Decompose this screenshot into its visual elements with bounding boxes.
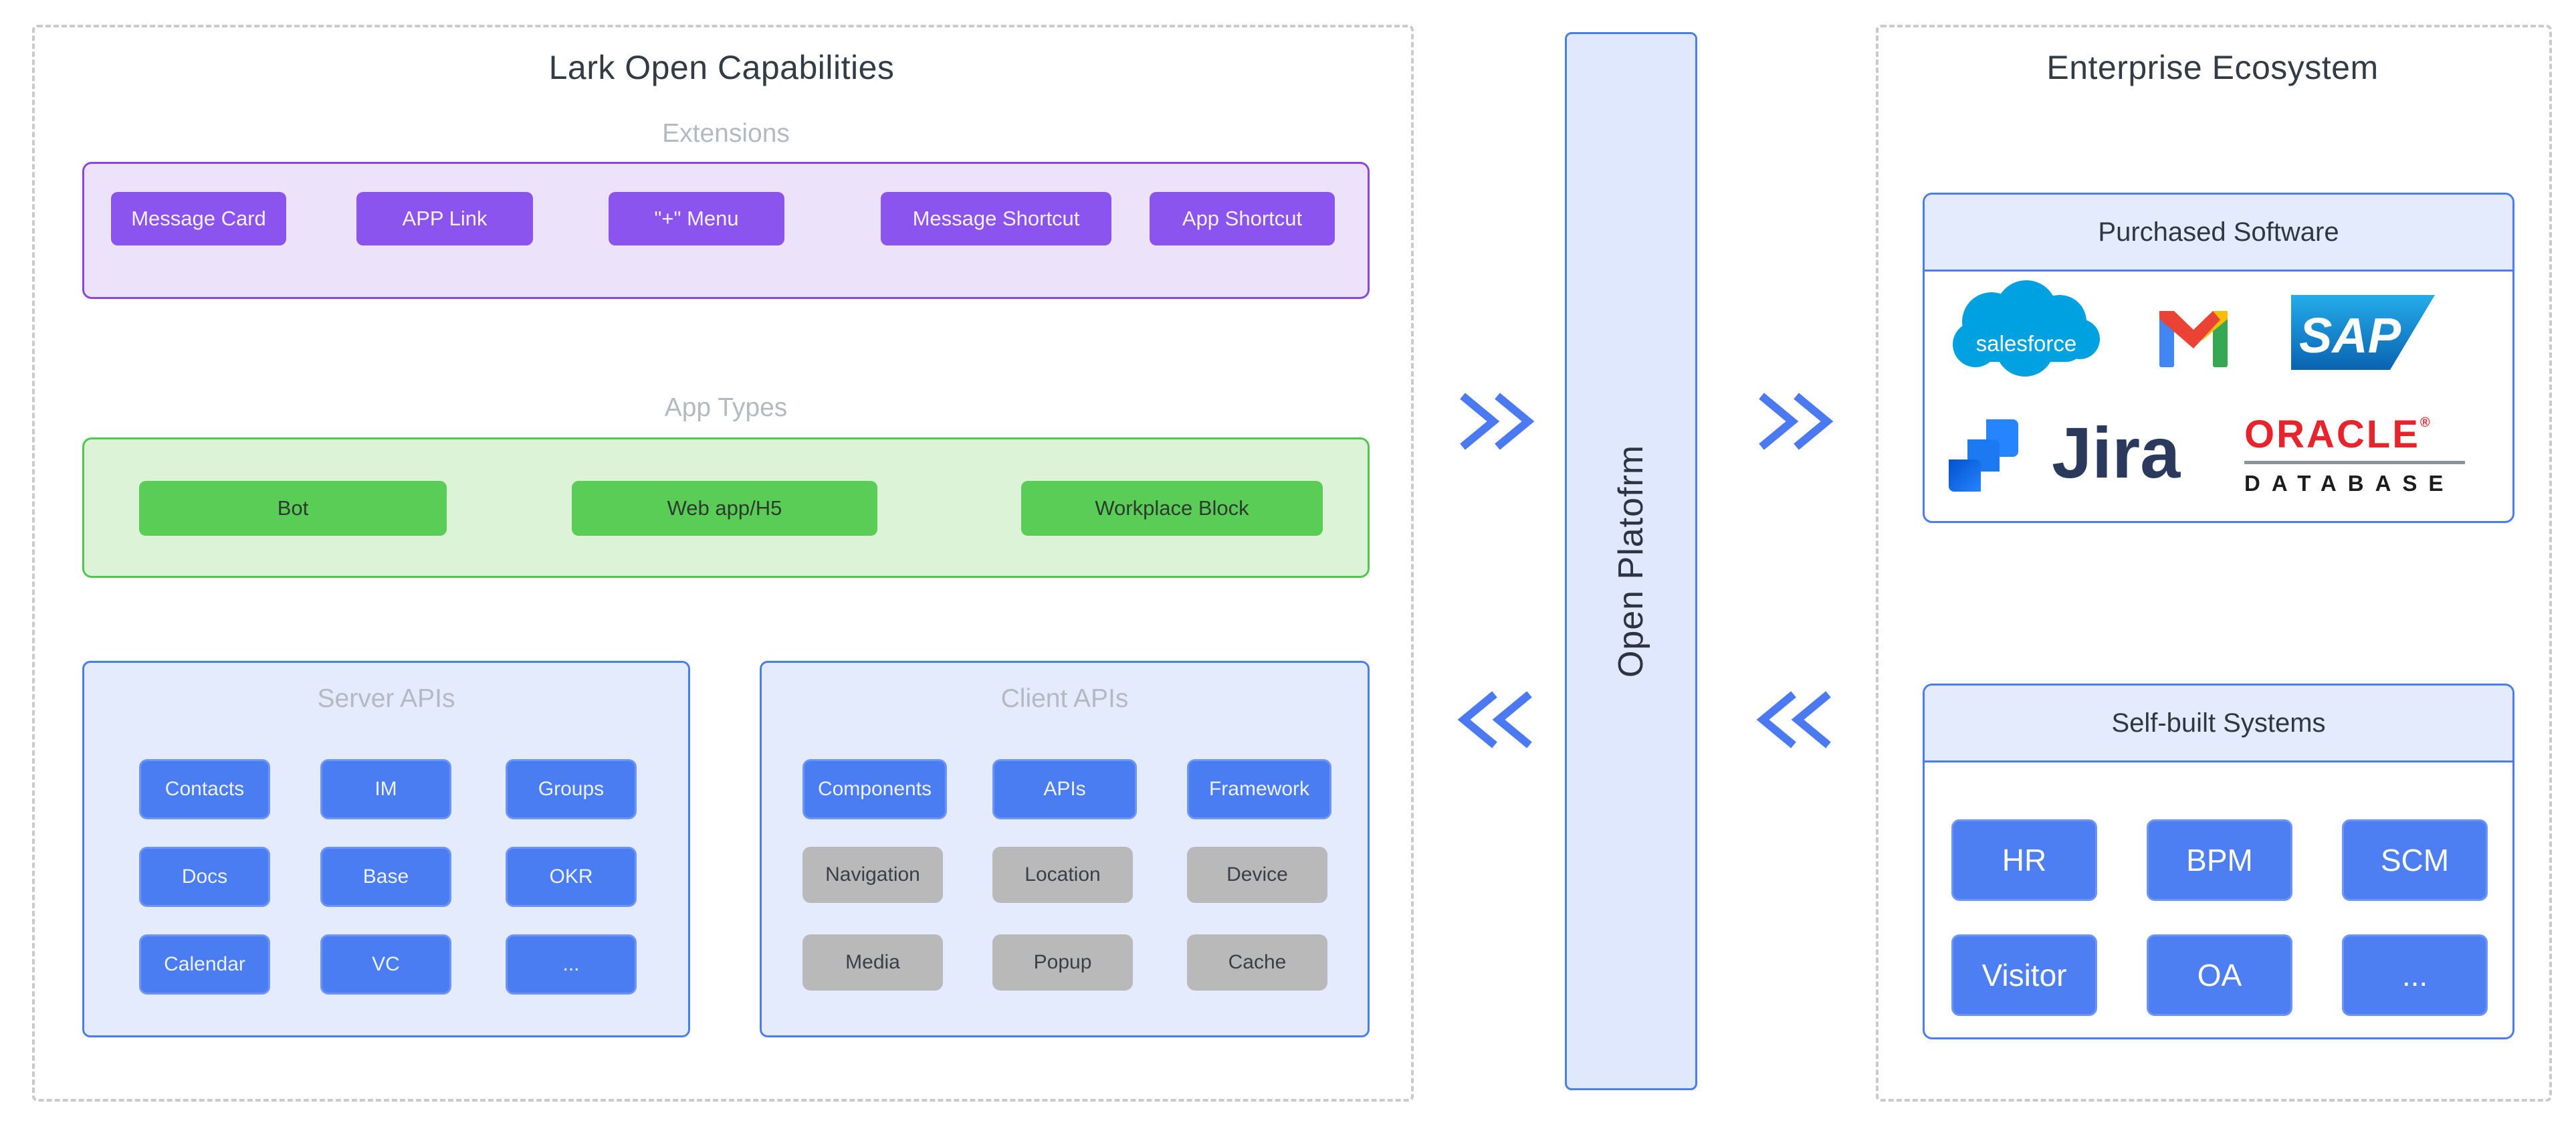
left-panel-title: Lark Open Capabilities <box>548 49 895 86</box>
oracle-logo-text: ORACLE <box>2244 413 2420 456</box>
sap-logo-icon: SAP <box>2291 295 2435 370</box>
sap-logo-text: SAP <box>2299 308 2401 363</box>
extensions-label: Extensions <box>662 119 790 148</box>
node-apis: APIs <box>992 759 1137 819</box>
node-oa: OA <box>2147 934 2292 1016</box>
node-web-app-h5: Web app/H5 <box>572 481 877 536</box>
server-apis-container: Server APIs Contacts IM Groups Docs Base… <box>82 661 690 1037</box>
node-app-link: APP Link <box>356 192 533 245</box>
app-types-container: Bot Web app/H5 Workplace Block <box>82 437 1370 578</box>
node-server-more: ... <box>506 934 637 995</box>
jira-logo-icon <box>1949 419 2018 492</box>
node-okr: OKR <box>506 847 637 907</box>
oracle-database-logo: ORACLE® DATABASE <box>2244 415 2465 494</box>
node-scm: SCM <box>2342 819 2488 901</box>
node-cache: Cache <box>1187 934 1327 991</box>
node-visitor: Visitor <box>1951 934 2097 1016</box>
node-bpm: BPM <box>2147 819 2292 901</box>
right-panel-title: Enterprise Ecosystem <box>2046 49 2379 86</box>
chevrons-left-icon <box>1457 691 1532 748</box>
salesforce-logo-text: salesforce <box>1976 331 2076 356</box>
node-popup: Popup <box>992 934 1133 991</box>
salesforce-logo-icon: salesforce <box>1953 280 2100 377</box>
client-apis-container: Client APIs Components APIs Framework Na… <box>760 661 1370 1037</box>
node-workplace-block: Workplace Block <box>1021 481 1323 536</box>
gmail-logo-icon <box>2159 311 2228 367</box>
oracle-divider <box>2244 461 2465 464</box>
purchased-software-card: Purchased Software salesforce <box>1923 193 2514 523</box>
node-plus-menu: "+" Menu <box>609 192 784 245</box>
chevrons-right-icon <box>1460 393 1535 450</box>
purchased-software-header: Purchased Software <box>1925 195 2512 272</box>
open-platform-label: Open Platofrm <box>1612 444 1650 678</box>
extensions-container: Message Card APP Link "+" Menu Message S… <box>82 162 1370 299</box>
app-types-label: App Types <box>664 393 788 422</box>
node-app-shortcut: App Shortcut <box>1150 192 1335 245</box>
node-media: Media <box>802 934 943 991</box>
open-platform-bar: Open Platofrm <box>1565 32 1697 1090</box>
node-bot: Bot <box>139 481 447 536</box>
chevrons-right-icon <box>1759 393 1834 450</box>
server-apis-label: Server APIs <box>317 684 455 713</box>
node-docs: Docs <box>139 847 270 907</box>
client-apis-label: Client APIs <box>1000 684 1129 713</box>
node-im: IM <box>320 759 451 819</box>
node-calendar: Calendar <box>139 934 270 995</box>
node-message-shortcut: Message Shortcut <box>881 192 1111 245</box>
oracle-registered-mark: ® <box>2420 415 2430 430</box>
node-navigation: Navigation <box>802 847 943 903</box>
self-built-systems-header: Self-built Systems <box>1925 686 2512 762</box>
node-groups: Groups <box>506 759 637 819</box>
node-base: Base <box>320 847 451 907</box>
self-built-systems-card: Self-built Systems HR BPM SCM Visitor OA… <box>1923 684 2514 1039</box>
node-self-more: ... <box>2342 934 2488 1016</box>
node-components: Components <box>802 759 947 819</box>
node-framework: Framework <box>1187 759 1331 819</box>
oracle-database-text: DATABASE <box>2244 471 2455 496</box>
chevrons-left-icon <box>1756 691 1831 748</box>
node-contacts: Contacts <box>139 759 270 819</box>
jira-logo-text: Jira <box>2052 412 2181 493</box>
node-device: Device <box>1187 847 1327 903</box>
node-hr: HR <box>1951 819 2097 901</box>
node-message-card: Message Card <box>111 192 286 245</box>
node-location: Location <box>992 847 1133 903</box>
node-vc: VC <box>320 934 451 995</box>
